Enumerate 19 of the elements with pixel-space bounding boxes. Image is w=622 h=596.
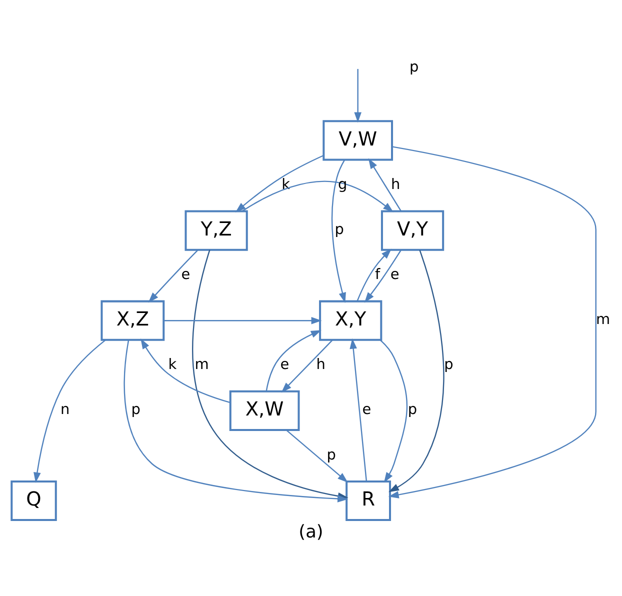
- edge-label: p: [444, 356, 454, 373]
- edge-label: m: [596, 312, 610, 328]
- edge-label: p: [326, 446, 336, 463]
- edge-label: f: [375, 266, 380, 283]
- edge-label: n: [60, 402, 70, 418]
- edge-label: e: [181, 266, 190, 283]
- edge-label: k: [168, 356, 177, 373]
- edge-label: h: [391, 176, 400, 193]
- caption: (a): [298, 522, 324, 542]
- edge-label: m: [194, 356, 209, 373]
- edge-label: h: [316, 356, 326, 373]
- label: p: [410, 59, 419, 76]
- edge-label: p: [408, 402, 418, 418]
- edge-label: e: [280, 356, 290, 373]
- edge-label: p: [334, 222, 344, 238]
- edge-label: e: [390, 266, 400, 283]
- edge-label: k: [282, 176, 290, 193]
- edge-label: p: [131, 402, 140, 418]
- edge-label: e: [362, 402, 372, 418]
